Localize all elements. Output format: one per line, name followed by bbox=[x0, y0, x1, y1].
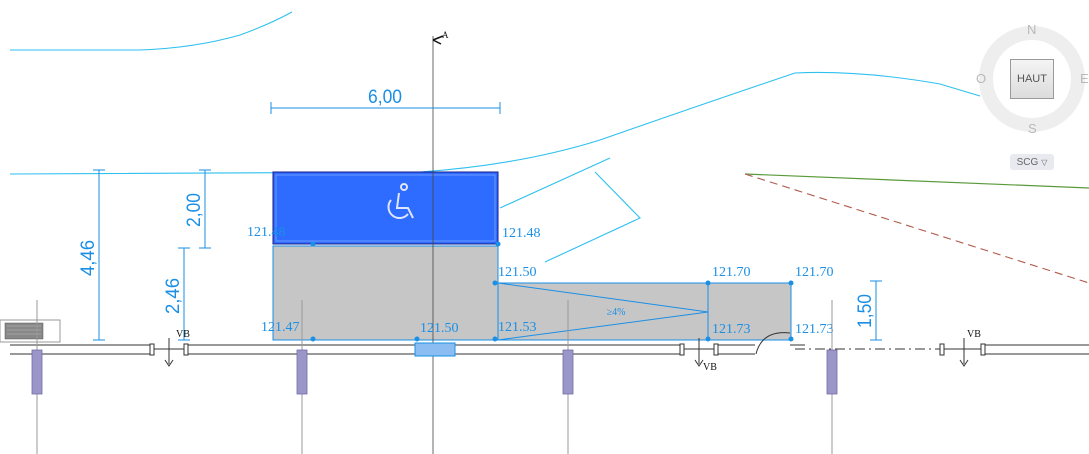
contour-line-short bbox=[499, 157, 611, 209]
elevation-point bbox=[705, 336, 711, 342]
compass-east[interactable]: E bbox=[1080, 71, 1089, 86]
contour-line-main bbox=[9, 71, 981, 175]
valve-symbol bbox=[679, 338, 719, 367]
dimension-left-lower bbox=[178, 247, 190, 341]
elevation-point bbox=[310, 241, 316, 247]
post bbox=[31, 349, 43, 395]
dimension-top-width bbox=[270, 102, 501, 114]
chevron-down-icon: ▽ bbox=[1041, 157, 1048, 167]
contour-line-top-left bbox=[10, 11, 293, 51]
elevation-label: 121.47 bbox=[261, 320, 300, 335]
parking-inner-border bbox=[275, 174, 496, 242]
contour-line-wedge bbox=[544, 171, 641, 263]
elevation-point bbox=[414, 336, 420, 342]
valve-symbol bbox=[939, 338, 986, 367]
viewcube-top-face[interactable]: HAUT bbox=[1010, 59, 1054, 99]
dimension-left-upper bbox=[199, 169, 211, 249]
compass-north[interactable]: N bbox=[1027, 22, 1037, 37]
compass-south[interactable]: S bbox=[1028, 121, 1037, 136]
elevation-point bbox=[705, 280, 711, 286]
ucs-dropdown[interactable]: SCG ▽ bbox=[1010, 154, 1054, 170]
door-swing-arc bbox=[755, 332, 791, 355]
section-marker-label: A bbox=[442, 30, 449, 40]
valve-label: VB bbox=[176, 329, 190, 340]
elevation-point bbox=[310, 336, 316, 342]
valve-symbol bbox=[149, 338, 189, 367]
dashed-boundary-line bbox=[744, 173, 1089, 284]
slope-arrow-line-lower bbox=[497, 311, 709, 341]
elevation-label: 121.70 bbox=[795, 265, 834, 280]
dimension-label-top-width: 6,00 bbox=[368, 87, 402, 108]
dimension-label-left-lower: 2,46 bbox=[163, 278, 184, 314]
wheelchair-accessible-icon bbox=[387, 183, 414, 219]
post bbox=[826, 349, 838, 395]
slope-arrow-line-upper bbox=[497, 282, 709, 313]
elevation-point bbox=[492, 336, 498, 342]
valve-label: VB bbox=[703, 362, 717, 373]
elevation-points bbox=[310, 241, 794, 342]
green-boundary-line bbox=[744, 173, 1089, 189]
dimension-left-total bbox=[93, 169, 105, 341]
pipe-blue-segment bbox=[414, 342, 456, 357]
elevation-point bbox=[788, 336, 794, 342]
accessible-parking-space bbox=[272, 171, 499, 245]
section-marker-flag bbox=[432, 35, 444, 45]
post bbox=[296, 349, 308, 395]
left-equipment-box bbox=[0, 319, 61, 343]
dimension-right-height bbox=[870, 280, 882, 341]
slope-label: ≥4% bbox=[607, 307, 626, 318]
elevation-label: 121.53 bbox=[498, 320, 537, 335]
valve-label: VB bbox=[967, 329, 981, 340]
dimension-label-left-upper: 2,00 bbox=[184, 193, 205, 227]
elevation-label: 121.50 bbox=[498, 265, 537, 280]
post bbox=[562, 349, 574, 395]
elevation-label: 121.50 bbox=[420, 321, 459, 336]
viewcube[interactable]: N S E O HAUT SCG ▽ bbox=[972, 18, 1089, 178]
elevation-label: 121.73 bbox=[712, 322, 751, 337]
elevation-point bbox=[492, 280, 498, 286]
dimension-label-left-total: 4,46 bbox=[78, 240, 99, 276]
elevation-label: 121.48 bbox=[502, 226, 541, 241]
elevation-label: 121.70 bbox=[712, 265, 751, 280]
elevation-label: 121.48 bbox=[247, 225, 286, 240]
compass-ring[interactable] bbox=[972, 18, 1089, 138]
compass-west[interactable]: O bbox=[976, 71, 987, 86]
dimension-label-right-height: 1,50 bbox=[855, 294, 876, 328]
elevation-label: 121.73 bbox=[795, 322, 834, 337]
ucs-label: SCG bbox=[1016, 156, 1039, 168]
elevation-point bbox=[788, 280, 794, 286]
elevation-point bbox=[495, 241, 501, 247]
